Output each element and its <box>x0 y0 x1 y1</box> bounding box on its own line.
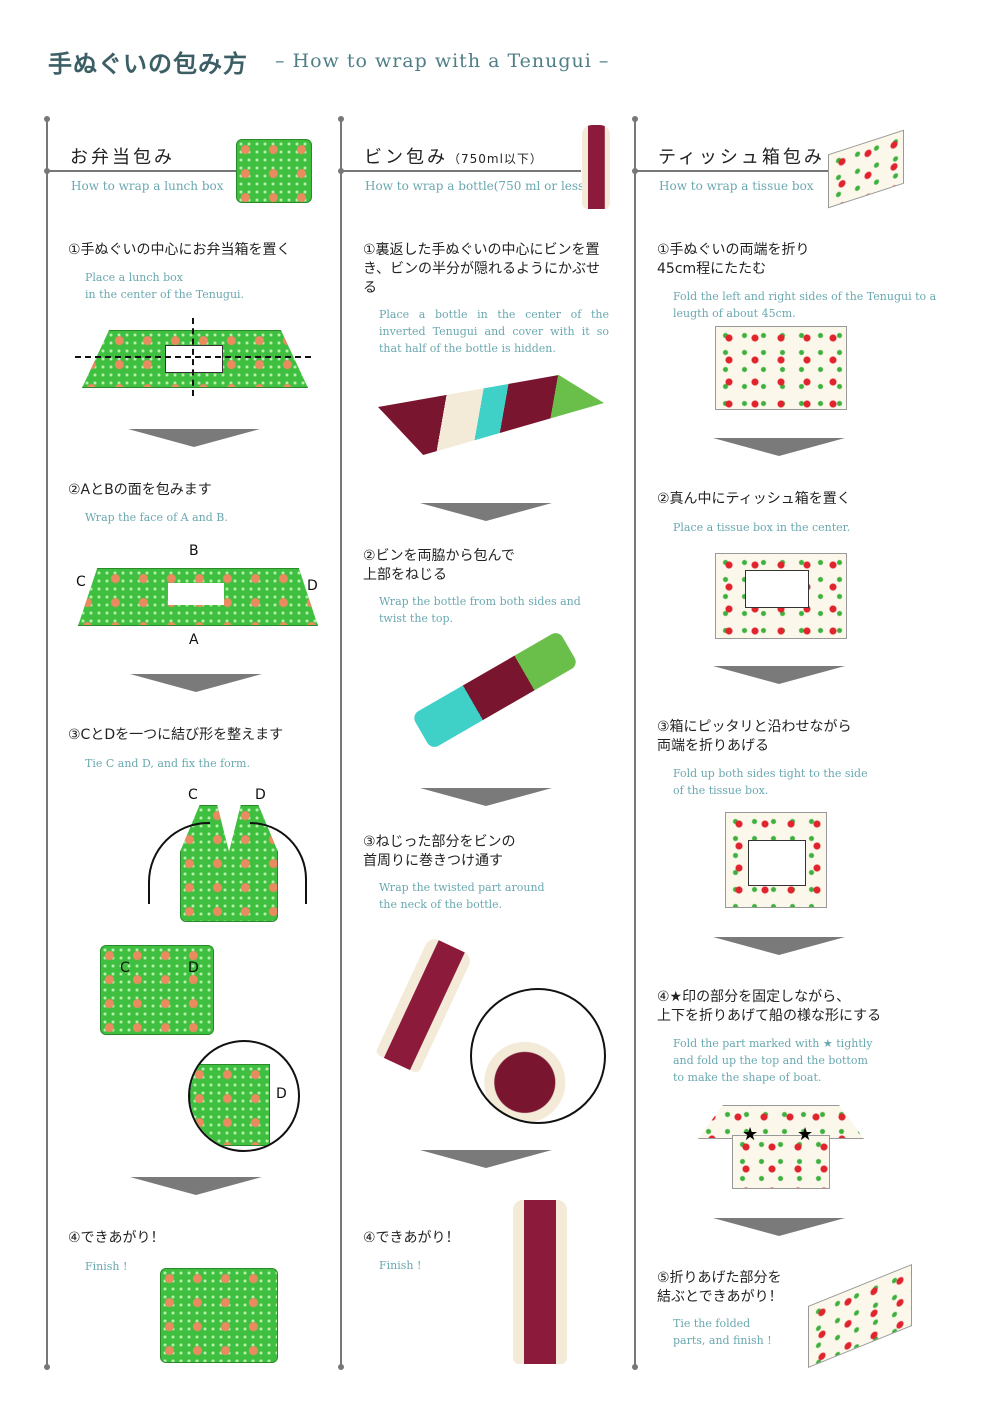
finished-bottle-image <box>513 1200 567 1364</box>
step-text-en: Finish ! <box>85 1260 128 1273</box>
tissue-box-image <box>748 840 806 886</box>
finished-tissue-box-image <box>808 1263 912 1369</box>
finished-lunchbox-image <box>160 1268 278 1363</box>
next-arrow <box>420 503 552 521</box>
next-arrow <box>713 1218 845 1236</box>
tenugui-image <box>78 568 318 626</box>
tissue-heading: ティッシュ箱包み <box>658 147 825 168</box>
header-rule <box>635 170 835 172</box>
bottle-wrap-image <box>374 935 474 1075</box>
next-arrow <box>420 788 552 806</box>
step-text-en: Place a lunch box in the center of the T… <box>85 271 245 301</box>
bottle-heading-en: How to wrap a bottle(750 ml or less) <box>365 179 589 193</box>
step-text-en: Fold the left and right sides of the Ten… <box>673 290 937 320</box>
tissue-box-image <box>745 570 809 608</box>
label-d: D <box>255 787 266 803</box>
step-text: ①手ぬぐいの両端を折り 45cm程にたたむ <box>657 242 810 277</box>
twisted-bottle-image <box>411 630 579 750</box>
star-icon: ★ <box>797 1124 814 1145</box>
page-subtitle: – How to wrap with a Tenugui – <box>275 50 610 72</box>
label-d: D <box>276 1086 287 1102</box>
label-d: D <box>188 960 199 976</box>
tenugui-knot-image <box>100 945 214 1035</box>
folded-tenugui-image <box>715 326 847 410</box>
wrapped-bottle-image <box>582 125 610 209</box>
detail-circle <box>188 1040 300 1152</box>
next-arrow <box>713 438 845 456</box>
step-text-en: Fold the part marked with ★ tightly and … <box>673 1037 873 1084</box>
curve-arrow-icon <box>148 822 210 904</box>
guide-line <box>192 318 194 396</box>
step-text: ②AとBの面を包みます <box>68 482 212 498</box>
column-divider <box>634 118 636 1368</box>
next-arrow <box>713 937 845 955</box>
step-text-en: Tie the folded parts, and finish ! <box>673 1317 772 1347</box>
column-divider <box>340 118 342 1368</box>
star-icon: ★ <box>742 1124 759 1145</box>
rule-dot <box>44 1364 50 1370</box>
curve-arrow-icon <box>250 822 307 904</box>
next-arrow <box>420 1150 552 1168</box>
header-rule <box>341 170 581 172</box>
lunchbox-heading-en: How to wrap a lunch box <box>71 179 224 193</box>
bottle-heading-note: （750ml以下） <box>448 152 543 166</box>
step-text: ③箱にピッタリと沿わせながら 両端を折りあげる <box>657 719 852 754</box>
rule-dot <box>632 1364 638 1370</box>
bottle-heading-text: ビン包み <box>364 147 448 168</box>
boat-fold-image <box>732 1135 830 1189</box>
column-divider <box>46 118 48 1368</box>
step-text: ①手ぬぐいの中心にお弁当箱を置く <box>68 242 291 258</box>
step-text: ④できあがり！ <box>68 1230 165 1246</box>
wrapped-lunchbox-image <box>236 139 312 203</box>
step-text: ③CとDを一つに結び形を整えます <box>68 727 284 743</box>
detail-circle <box>470 988 606 1124</box>
label-c: C <box>120 960 130 976</box>
lunchbox-heading: お弁当包み <box>70 147 175 168</box>
step-text-en: Wrap the bottle from both sides and twis… <box>379 595 581 625</box>
next-arrow <box>128 429 260 447</box>
bottle-heading: ビン包み（750ml以下） <box>364 143 543 169</box>
step-text-en: Place a tissue box in the center. <box>673 521 851 534</box>
lunchbox-image <box>168 583 224 605</box>
step-text: ④できあがり！ <box>363 1230 460 1246</box>
bottle-on-tenugui-image <box>378 375 604 455</box>
rule-dot <box>44 168 50 174</box>
label-a: A <box>189 632 199 648</box>
step-text: ③ねじった部分をビンの 首周りに巻きつけ通す <box>363 834 516 869</box>
next-arrow <box>130 1177 262 1195</box>
next-arrow <box>713 666 845 684</box>
next-arrow <box>130 674 262 692</box>
header-rule <box>47 170 237 172</box>
step-text: ②ビンを両脇から包んで 上部をねじる <box>363 548 515 583</box>
page-title: 手ぬぐいの包み方 <box>48 50 248 78</box>
step-text: ①裏返した手ぬぐいの中心にビンを置き、ビンの半分が隠れるようにかぶせる <box>363 242 601 296</box>
rule-dot <box>338 1364 344 1370</box>
lunchbox-image <box>165 345 223 373</box>
step-text-en: Fold up both sides tight to the side of … <box>673 767 868 797</box>
rule-dot <box>632 168 638 174</box>
rule-dot <box>338 168 344 174</box>
label-c: C <box>76 574 86 590</box>
step-text: ②真ん中にティッシュ箱を置く <box>657 491 851 507</box>
rule-dot <box>632 116 638 122</box>
tissue-heading-en: How to wrap a tissue box <box>659 179 814 193</box>
step-text-en: Wrap the face of A and B. <box>85 511 228 524</box>
rule-dot <box>338 116 344 122</box>
step-text: ④★印の部分を固定しながら、 上下を折りあげて船の様な形にする <box>657 989 882 1024</box>
wrapped-tissue-box-image <box>828 129 904 209</box>
label-d: D <box>307 578 318 594</box>
step-text-en: Tie C and D, and fix the form. <box>85 757 250 770</box>
label-c: C <box>188 787 198 803</box>
step-text-en: Place a bottle in the center of the inve… <box>379 308 609 355</box>
step-text-en: Finish ! <box>379 1259 422 1272</box>
label-b: B <box>189 543 199 559</box>
boat-fold-image <box>698 1105 864 1139</box>
step-text-en: Wrap the twisted part around the neck of… <box>379 881 545 911</box>
step-text: ⑤折りあげた部分を 結ぶとできあがり！ <box>657 1270 783 1305</box>
rule-dot <box>44 116 50 122</box>
